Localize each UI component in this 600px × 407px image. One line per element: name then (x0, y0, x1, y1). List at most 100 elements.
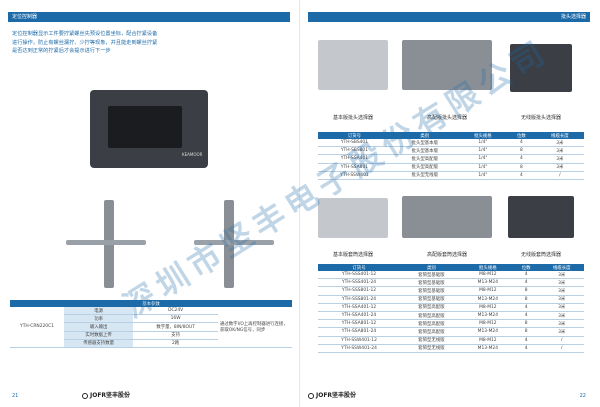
cell-spec: M13-M24 (462, 278, 513, 288)
cell-cable: / (535, 171, 584, 180)
table-row: YTH-SSW401 批头型无线版 1/4" 4 / (318, 171, 584, 180)
cell-category: 套筒型高配版 (400, 311, 463, 321)
cell-order-no: YTH-SSS801-12 (318, 286, 401, 296)
cell-positions: 8 (507, 146, 536, 156)
bit-selector-table: 订货号 类别 批头规格 位数 线缆长度 YTH-SBS401 批头型基本版 1/… (318, 132, 584, 180)
cell-positions: 4 (512, 278, 540, 288)
cell-cable: 3米 (539, 311, 584, 321)
cell-spec: M13-M24 (462, 327, 513, 337)
cell-positions: 4 (512, 336, 540, 345)
cell-cable: 3米 (539, 295, 584, 304)
cell-cable: 3米 (539, 278, 584, 288)
cell-cable: 3米 (535, 139, 584, 148)
arm-beam (194, 240, 274, 245)
cell-cable: 3米 (539, 271, 584, 280)
params-table: 基本参数 YTH-CRN220C1 电源 DC24V 通过数字I/O上再控制器进… (10, 300, 292, 348)
table-row: YTH-SBS801 批头型基本版 1/4" 8 3米 (318, 146, 584, 156)
left-logo: JOFR坚丰股份 (82, 391, 130, 401)
param-value: 16W (133, 314, 218, 324)
cell-spec: M8-M12 (462, 319, 513, 329)
cell-spec: 1/4" (458, 146, 508, 156)
params-model: YTH-CRN220C1 (10, 307, 64, 348)
product-image-bit-basic (318, 40, 388, 90)
cell-positions: 8 (512, 319, 540, 329)
product-image-socket-basic (318, 198, 388, 238)
param-value: 数字量，8IN/8OUT (133, 322, 218, 332)
cell-cable: 3米 (539, 319, 584, 329)
col-header: 批头规格 (462, 264, 513, 271)
cell-category: 套筒型高配版 (400, 303, 463, 312)
cell-cable: 3米 (539, 303, 584, 312)
cell-order-no: YTH-SSW401-24 (318, 344, 401, 353)
cell-spec: 1/4" (458, 163, 508, 172)
cell-order-no: YTH-SSW401-12 (318, 336, 401, 345)
cell-cable: 3米 (535, 163, 584, 172)
cell-category: 套筒型基础版 (400, 286, 463, 296)
param-label: 传感器支持数量 (64, 339, 134, 348)
right-logo-text: JOFR坚丰股份 (316, 392, 357, 399)
cell-positions: 4 (512, 271, 540, 280)
cell-order-no: YTH-SBS401 (318, 139, 391, 148)
controller-screen (108, 106, 182, 148)
param-label: 输入输出 (64, 322, 134, 332)
right-page-number: 22 (579, 393, 586, 399)
cell-order-no: YTH-SSS401-12 (318, 271, 401, 280)
cell-spec: M8-M12 (462, 336, 513, 345)
cell-spec: 1/4" (458, 171, 508, 180)
param-label: 实时数据上传 (64, 331, 134, 340)
cell-positions: 4 (507, 154, 536, 164)
cell-cable: 3米 (539, 327, 584, 337)
col-header: 线缆长度 (535, 132, 584, 139)
caption-bit-basic: 基本版批头选择器 (332, 115, 373, 121)
cell-order-no: YTH-SBS801 (318, 146, 391, 156)
caption-bit-wireless: 无线版批头选择器 (520, 115, 561, 121)
params-note: 通过数字I/O上再控制器进行连接，获取OK/NG信号，同步 (218, 307, 292, 348)
logo-ring-icon (82, 392, 88, 399)
product-image-socket-advanced (402, 196, 492, 238)
cell-category: 批头型高配版 (390, 163, 459, 172)
cell-category: 批头型无线版 (390, 171, 459, 180)
right-logo: JOFR坚丰股份 (308, 391, 356, 401)
left-page-header: 定位控制器 (8, 12, 290, 22)
cell-positions: 4 (507, 139, 536, 148)
cell-spec: M13-M24 (462, 344, 513, 353)
left-page-number: 21 (12, 393, 19, 399)
page-spine (299, 0, 300, 407)
caption-socket-basic: 基本版套筒选择器 (332, 252, 373, 258)
table-row: YTH-SBS401 批头型基本版 1/4" 4 3米 (318, 139, 584, 148)
table-row: YTH-SSA801 批头型高配版 1/4" 8 3米 (318, 163, 584, 172)
col-header: 订货号 (318, 132, 391, 139)
cell-spec: M13-M24 (462, 295, 513, 304)
positioning-arm-image-right (190, 200, 280, 290)
cell-positions: 8 (507, 163, 536, 172)
cell-positions: 8 (512, 327, 540, 337)
cell-cable: 3米 (535, 154, 584, 164)
right-footer: JOFR坚丰股份 22 (308, 391, 590, 401)
cell-spec: M8-M12 (462, 303, 513, 312)
intro-text: 定位控制器显示工件要拧紧螺丝先预设位置坐标，配合拧紧设备进行操作，防止有螺丝漏拧… (12, 31, 158, 54)
cell-order-no: YTH-SSA401-24 (318, 311, 401, 321)
cell-spec: 1/4" (458, 139, 508, 148)
cell-category: 套筒型基础版 (400, 271, 463, 280)
param-value: DC24V (133, 307, 218, 316)
cell-spec: M8-M12 (462, 286, 513, 296)
controller-device-image: KEAMOOR (90, 90, 208, 168)
cell-order-no: YTH-SSA801-12 (318, 319, 401, 329)
cell-order-no: YTH-SSA801 (318, 163, 391, 172)
cell-positions: 4 (507, 171, 536, 180)
col-header: 类别 (400, 264, 463, 271)
cell-spec: M13-M24 (462, 311, 513, 321)
param-label: 功率 (64, 314, 134, 324)
cell-order-no: YTH-SSS401-24 (318, 278, 401, 288)
left-footer: 21 JOFR坚丰股份 (8, 391, 290, 401)
table-row: YTH-SSA401 批头型高配版 1/4" 4 3米 (318, 154, 584, 164)
cell-category: 套筒型高配版 (400, 319, 463, 329)
